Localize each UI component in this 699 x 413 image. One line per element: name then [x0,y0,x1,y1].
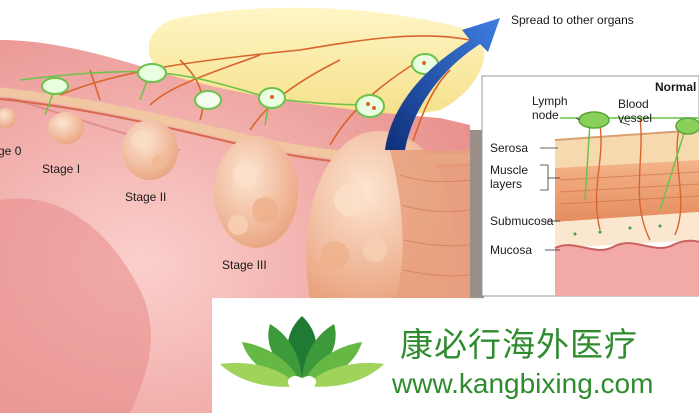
normal-vessels [595,117,682,241]
fat-tissue [148,7,485,116]
lotus-logo [220,316,384,396]
tumor-stage1 [48,112,84,144]
tumor-stage2 [122,120,178,180]
label-mucosa: Mucosa [490,243,533,257]
normal-lymph-node [578,111,610,129]
tumor-stage0 [0,108,16,128]
leader-lines [540,117,631,251]
label-submucosa: Submucosa [490,214,554,228]
lymph-nodes [19,53,439,126]
label-normal: Normal [655,80,697,94]
label-stage3: Stage III [222,258,267,272]
tumor-stage3 [214,136,298,248]
label-stage2: Stage II [125,190,167,204]
normal-wall-layers [554,129,699,296]
label-spread: Spread to other organs [511,13,634,27]
label-stage0: Stage 0 [0,144,22,158]
colon-inner-fold [0,198,151,413]
label-blood-vessel: Blood vessel [618,97,653,125]
spread-arrow [385,18,500,150]
label-serosa: Serosa [490,141,529,155]
brand-url: www.kangbixing.com [392,368,654,399]
label-muscle: Muscle layers [490,163,529,191]
label-lymph-node: Lymph node [532,94,568,122]
brand-name: 康必行海外医疗 [400,325,638,364]
label-stage1: Stage I [42,162,81,176]
wall-cross-section [390,150,470,300]
watermark-panel [212,298,699,413]
